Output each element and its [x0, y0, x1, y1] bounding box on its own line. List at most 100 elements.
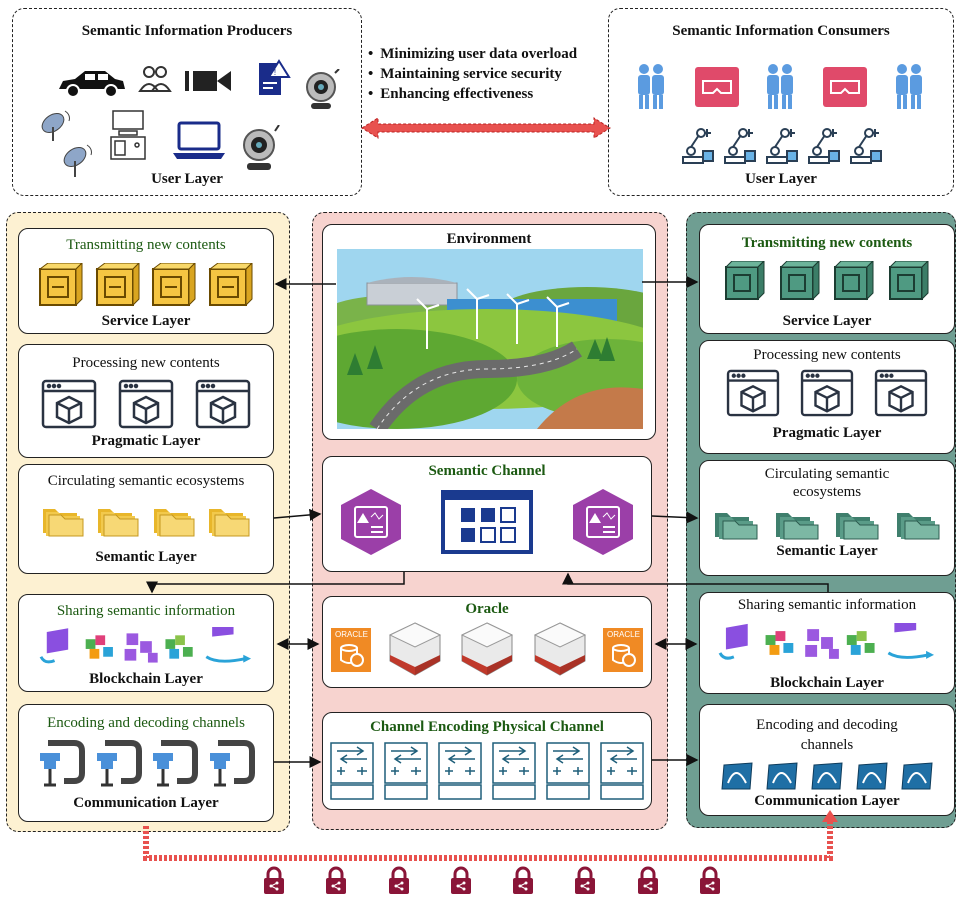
padlock-icon	[388, 866, 409, 894]
switch-panel-icon	[492, 742, 536, 800]
webcam-icon-2	[239, 125, 283, 173]
vr-headset-icon	[823, 67, 868, 107]
arrow-left-semantic-to-channel	[273, 508, 322, 521]
left-service-title: Transmitting new contents	[66, 237, 226, 253]
right-pragmatic-title: Processing new contents	[753, 347, 901, 363]
robot-arm-icon	[724, 128, 756, 164]
left-service-layer: Transmitting new contents Service Layer	[18, 228, 274, 334]
switch-panel-icon	[330, 742, 374, 800]
box-transfer-icon	[725, 261, 765, 301]
right-semantic-title: Circulating semantic ecosystems	[764, 466, 890, 500]
folder-stack-icon	[98, 509, 139, 537]
right-pragmatic-layer-label: Pragmatic Layer	[772, 425, 882, 441]
benefits-list: Minimizing user data overload Maintainin…	[368, 44, 577, 104]
left-semantic-title: Circulating semantic ecosystems	[47, 473, 245, 489]
producers-user-layer-label: User Layer	[151, 171, 223, 187]
left-communication-layer-label: Communication Layer	[73, 795, 219, 811]
box-transfer-icon	[38, 263, 83, 307]
left-pragmatic-layer: Processing new contents Pragmatic Layer	[18, 344, 274, 458]
semantic-channel-icons	[323, 487, 651, 557]
producers-title: Semantic Information Producers	[81, 23, 293, 39]
benefit-item: Maintaining service security	[368, 64, 577, 84]
right-service-layer-label: Service Layer	[782, 313, 872, 329]
robot-arm-icon	[808, 128, 840, 164]
box-transfer-icon	[888, 261, 929, 301]
left-blockchain-title: Sharing semantic information	[56, 603, 236, 619]
consumers-row-1	[609, 61, 953, 113]
benefit-item: Minimizing user data overload	[368, 44, 577, 64]
switch-panel-icon	[438, 742, 482, 800]
clamp-icon	[153, 740, 199, 787]
environment-box: Environment	[322, 224, 656, 440]
benefit-item: Enhancing effectiveness	[368, 84, 577, 104]
consumers-user-layer-label: User Layer	[745, 171, 817, 187]
hardware-node-icon	[533, 622, 586, 676]
secure-link-arrowhead	[822, 810, 838, 822]
robot-arm-row	[609, 125, 953, 165]
right-blockchain-layer: Sharing semantic information Blockchain …	[699, 592, 955, 694]
satellite-dish-icon	[35, 105, 95, 185]
user-group-icon	[766, 64, 793, 109]
box-transfer-icon	[151, 263, 196, 307]
left-pragmatic-layer-label: Pragmatic Layer	[91, 433, 201, 449]
car-icon	[55, 67, 127, 99]
analytics-hexagon-icon	[341, 489, 401, 555]
left-communication-icons	[19, 739, 273, 789]
right-semantic-layer: Circulating semantic ecosystems Semantic…	[699, 460, 955, 576]
right-communication-title: Encoding and decoding channels	[756, 717, 898, 753]
right-semantic-layer-label: Semantic Layer	[776, 543, 878, 559]
box-transfer-icon	[95, 263, 140, 307]
padlock-icon	[575, 866, 596, 894]
left-semantic-layer: Circulating semantic ecosystems Semantic…	[18, 464, 274, 574]
padlock-icon	[699, 866, 720, 894]
hardware-node-icon	[460, 622, 514, 676]
right-communication-layer-label: Communication Layer	[754, 793, 900, 809]
right-blockchain-layer-label: Blockchain Layer	[770, 675, 884, 691]
arrow-channel-to-left-blockchain	[146, 572, 405, 594]
blockchain-icon	[718, 623, 935, 660]
dashboard-grid-icon	[441, 490, 533, 554]
oracle-box: Oracle ORACLE ORACLE	[322, 596, 652, 688]
clamp-icon	[209, 740, 255, 787]
environment-landscape-image	[337, 249, 643, 429]
user-layer-double-arrow	[360, 116, 612, 140]
left-semantic-layer-label: Semantic Layer	[95, 549, 197, 565]
left-semantic-icons	[19, 501, 273, 537]
consumers-panel: Semantic Information Consumers User Laye…	[608, 8, 954, 196]
box-transfer-icon	[779, 261, 820, 301]
oracle-badge-icon: ORACLE	[331, 628, 371, 672]
analytics-hexagon-icon	[573, 489, 633, 555]
router-signal-icon	[811, 762, 843, 790]
folder-stack-icon	[836, 513, 879, 540]
right-pragmatic-icons	[700, 369, 954, 417]
secure-link-arrow	[143, 820, 833, 861]
right-blockchain-icons	[700, 623, 954, 663]
browser-cube-icon	[42, 379, 97, 429]
box-transfer-icon	[834, 261, 874, 301]
svg-text:!: !	[274, 68, 276, 77]
clamp-icon	[40, 740, 86, 787]
padlock-icon	[450, 866, 471, 894]
switch-panel-icon	[600, 742, 644, 800]
right-blockchain-title: Sharing semantic information	[737, 597, 917, 613]
semantic-channel-box: Semantic Channel	[322, 456, 652, 572]
consumers-title: Semantic Information Consumers	[672, 23, 890, 39]
switch-panel-icon	[384, 742, 428, 800]
folder-stack-icon	[209, 509, 250, 537]
hardware-node-icon	[388, 622, 441, 676]
padlock-icon	[637, 866, 658, 894]
clamp-icon	[96, 740, 142, 787]
router-signal-icon	[766, 762, 798, 790]
physical-channel-box: Channel Encoding Physical Channel	[322, 712, 652, 810]
right-communication-icons	[700, 761, 954, 791]
right-service-icons	[700, 261, 954, 301]
lock-row	[262, 866, 722, 898]
oracle-icons: ORACLE ORACLE	[323, 621, 651, 679]
browser-cube-icon	[874, 369, 928, 417]
padlock-icon	[326, 866, 347, 894]
arrow-right-blockchain-to-channel	[562, 572, 829, 592]
physical-channel-title: Channel Encoding Physical Channel	[370, 719, 604, 735]
oracle-badge-label: ORACLE	[335, 630, 368, 639]
user-group-icon	[638, 64, 665, 109]
